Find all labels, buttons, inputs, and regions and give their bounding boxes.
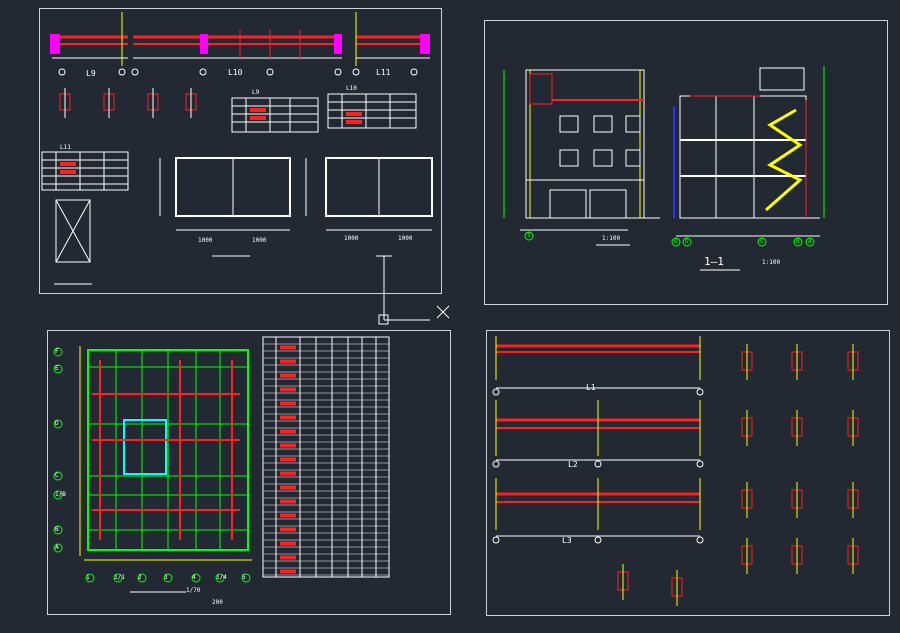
beam-elevations-top — [50, 12, 430, 76]
beam-sections-small — [59, 88, 197, 118]
table-cell-highlight — [280, 345, 296, 350]
section-title: 1—1 — [704, 255, 724, 268]
ucs-icon — [376, 255, 450, 325]
table-cell-highlight — [280, 555, 296, 560]
table-note: 200 — [212, 599, 223, 606]
section-axis-label: B — [796, 238, 800, 245]
table-cell-highlight — [280, 513, 296, 518]
table-cell-highlight — [280, 499, 296, 504]
table-cell-highlight — [280, 387, 296, 392]
beam-sections-lr — [617, 344, 859, 606]
drawing-panel-beam-details[interactable] — [39, 8, 442, 294]
table-cell-highlight — [280, 401, 296, 406]
floor-plan-axis-bubbles — [53, 347, 251, 583]
beam-label-l1: L1 — [586, 383, 596, 392]
floor-plan-grid — [79, 346, 252, 593]
col-axis-label: 3 — [164, 574, 168, 581]
elevation-axis-label: 5 — [527, 232, 531, 239]
plan-scale-label: 1/70 — [186, 587, 201, 594]
drawing-panel-floor-plan[interactable] — [47, 330, 451, 615]
row-axis-label: F — [55, 348, 59, 355]
dim-label: 1000 — [198, 237, 213, 244]
beam-label-l11: L11 — [376, 68, 391, 77]
row-axis-label: A — [55, 544, 59, 551]
dim-label: 1000 — [398, 235, 413, 242]
section-axis-label: G — [674, 238, 678, 245]
beam-label-l2: L2 — [568, 460, 578, 469]
col-axis-label: 1/1 — [114, 574, 125, 581]
table-title-l9: L9 — [252, 89, 260, 96]
section-axis-label: A — [808, 238, 812, 245]
rebar-tables — [41, 93, 417, 191]
table-cell-highlight — [280, 443, 296, 448]
row-axis-label: E — [55, 365, 59, 372]
table-cell-highlight — [280, 541, 296, 546]
table-cell-highlight — [280, 527, 296, 532]
table-cell-highlight — [280, 471, 296, 476]
table-cell-highlight — [280, 415, 296, 420]
beam-elevations-lr — [492, 336, 704, 544]
section-scale-label: 1:100 — [762, 259, 781, 266]
row-axis-label: B — [55, 526, 59, 533]
col-axis-label: 1 — [86, 574, 90, 581]
table-cell-highlight — [280, 359, 296, 364]
section-axis-label: D — [685, 238, 689, 245]
beam-schedule-rows — [263, 343, 389, 576]
table-title-l10: L10 — [346, 85, 357, 92]
row-axis-label: D — [55, 420, 59, 427]
beam-label-l3: L3 — [562, 536, 572, 545]
col-axis-label: 2 — [138, 574, 142, 581]
section-1-1 — [671, 66, 825, 271]
col-axis-label: 1/4 — [216, 574, 227, 581]
dim-label: 1000 — [344, 235, 359, 242]
row-axis-label: C — [55, 472, 59, 479]
table-cell-highlight — [280, 457, 296, 462]
section-axis-label: C — [760, 238, 764, 245]
table-title-l11: L11 — [60, 144, 71, 151]
table-cell-highlight — [280, 373, 296, 378]
col-axis-label: 4 — [192, 574, 196, 581]
beam-label-l9: L9 — [86, 69, 96, 78]
drawing-panel-beams[interactable] — [486, 330, 890, 616]
table-cell-highlight — [280, 429, 296, 434]
table-cell-highlight — [280, 569, 296, 574]
drawing-panel-elevation[interactable] — [484, 20, 888, 305]
front-elevation — [503, 69, 660, 246]
table-cell-highlight — [280, 485, 296, 490]
slab-plans — [54, 157, 433, 285]
row-axis-label: 1/B — [55, 491, 66, 498]
elevation-scale-label: 1:100 — [602, 235, 621, 242]
dim-label: 1000 — [252, 237, 267, 244]
beam-label-l10: L10 — [228, 68, 243, 77]
col-axis-label: 5 — [242, 574, 246, 581]
beam-schedule-table — [262, 336, 390, 578]
